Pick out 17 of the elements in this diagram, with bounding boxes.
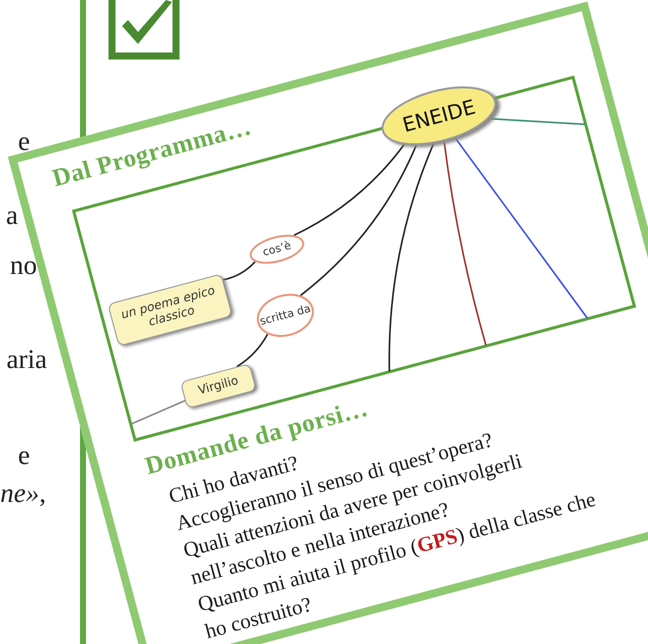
connector-line — [488, 118, 586, 126]
connector-line — [443, 141, 487, 346]
cut-off-text: e — [18, 126, 30, 157]
concept-box: un poema epico classico — [107, 274, 233, 347]
cut-off-text: no — [10, 250, 37, 281]
cut-off-text: ne», — [0, 478, 46, 509]
cut-off-text: a — [6, 200, 18, 231]
connector-line — [294, 144, 405, 236]
connector-line — [388, 143, 434, 372]
connector-line — [454, 137, 588, 319]
connector-line — [130, 400, 186, 425]
connector-line — [236, 334, 268, 368]
cut-off-text: e — [18, 440, 30, 471]
connector-line — [222, 261, 256, 281]
cut-off-text: aria — [6, 344, 47, 375]
connector-line — [300, 144, 417, 296]
concept-box: Virgilio — [180, 363, 257, 409]
